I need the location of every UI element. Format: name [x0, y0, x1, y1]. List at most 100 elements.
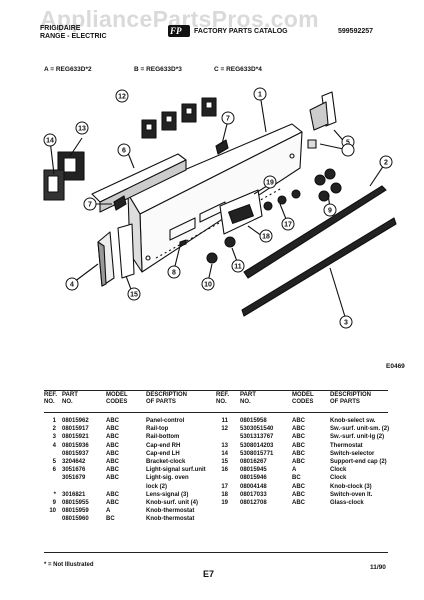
table-cell-ref: * [53, 491, 56, 498]
table-cell-desc: Light-signal surf.unit [146, 467, 206, 474]
table-cell-desc: Panel-control [146, 418, 185, 424]
table-cell-part: 08017033 [240, 491, 267, 498]
header-model-right: MODEL CODES [292, 392, 314, 405]
table-cell-desc: Rail-top [146, 426, 169, 433]
callout-7b: 7 [226, 116, 230, 123]
exploded-parts-diagram: 1 2 3 4 5 6 7 7 8 9 10 11 12 13 14 15 16… [43, 87, 397, 329]
table-cell-desc: Lens-signal (3) [146, 491, 189, 498]
table-cell-model: ABC [292, 483, 305, 490]
revision-date: 11/90 [370, 564, 386, 571]
table-cell-ref: 9 [52, 500, 56, 506]
table-cell-desc: lock (2) [146, 483, 168, 490]
catalog-title: FACTORY PARTS CATALOG [194, 28, 288, 35]
table-cell-part: 08015955 [62, 500, 89, 506]
table-cell-part: 08015958 [240, 418, 267, 424]
table-cell-desc: Switch-oven lt. [330, 491, 373, 498]
table-top-rule [44, 390, 388, 391]
table-cell-part: 3051679 [62, 475, 86, 482]
callout-15: 15 [130, 292, 138, 299]
table-cell-ref: 6 [52, 467, 56, 474]
table-cell-model: ABC [292, 500, 305, 506]
table-cell-model: BC [106, 516, 115, 523]
header-desc-right: DESCRIPTION OF PARTS [330, 392, 372, 405]
table-cell-part: 08015959 [62, 508, 89, 515]
table-cell-part: 08015960 [62, 516, 89, 523]
table-cell-part: 08015937 [62, 450, 89, 457]
table-cell-ref: 19 [221, 500, 228, 506]
table-cell-part: 08015946 [240, 475, 267, 482]
table-cell-ref: 1 [52, 418, 56, 424]
table-cell-part: 08012708 [240, 500, 267, 506]
table-cell-desc: Knob-surf. unit (4) [146, 500, 198, 506]
model-c: C = REG633D*4 [214, 66, 262, 73]
footnote: * = Not Illustrated [44, 562, 94, 568]
brand-name: FRIGIDAIRE [40, 25, 81, 32]
callout-8: 8 [172, 270, 176, 277]
table-cell-model: ABC [106, 459, 119, 465]
table-cell-desc: Knob-clock (3) [330, 483, 372, 490]
table-cell-part: 5308014203 [240, 442, 274, 449]
table-cell-desc: Glass-clock [330, 500, 364, 506]
table-cell-part: 08016267 [240, 459, 267, 465]
table-cell-desc: Cap-end RH [146, 442, 181, 449]
callout-12: 12 [118, 94, 126, 101]
table-cell-ref: 5 [52, 459, 56, 465]
table-cell-model: ABC [106, 475, 119, 482]
table-cell-part: 5303051540 [240, 426, 274, 433]
category: RANGE - ELECTRIC [40, 33, 107, 40]
callout-3: 3 [344, 320, 348, 327]
table-cell-model: A [292, 467, 297, 474]
table-cell-ref: 2 [52, 426, 56, 433]
table-cell-model: ABC [292, 450, 305, 457]
table-cell-part: 08015921 [62, 434, 89, 441]
header-model-left: MODEL CODES [106, 392, 128, 405]
table-cell-desc: Light-sig. oven [146, 475, 189, 482]
table-cell-ref: 12 [221, 426, 228, 433]
table-cell-part: 08015936 [62, 442, 89, 449]
table-cell-model: A [106, 508, 111, 515]
catalog-number: 599592257 [338, 28, 374, 35]
diagram-code: E0469 [386, 363, 405, 370]
table-cell-part: 08015917 [62, 426, 89, 433]
callout-19: 19 [266, 180, 274, 187]
table-cell-part: 3204642 [62, 459, 86, 465]
table-cell-desc: Rail-bottom [146, 434, 180, 441]
table-cell-model: ABC [292, 426, 305, 433]
table-cell-model: ABC [106, 500, 119, 506]
table-cell-model: ABC [292, 491, 305, 498]
table-cell-model: ABC [106, 418, 119, 424]
table-cell-desc: Sw.-surf. unit-sm. (2) [330, 426, 390, 433]
model-a: A = REG633D*2 [44, 66, 92, 73]
callout-5: 5 [346, 140, 350, 147]
callout-6: 6 [122, 148, 126, 155]
table-cell-model: BC [292, 475, 301, 482]
table-cell-part: 5308015771 [240, 450, 274, 457]
table-cell-part: 08015962 [62, 418, 89, 424]
callout-17: 17 [284, 222, 292, 229]
table-cell-ref: 16 [221, 467, 228, 474]
table-header-rule [44, 412, 388, 413]
table-cell-part: 08004148 [240, 483, 267, 490]
table-cell-ref: 17 [221, 483, 228, 490]
table-cell-part: 08015945 [240, 467, 267, 474]
table-cell-desc: Support-end cap (2) [330, 459, 387, 465]
table-cell-desc: Cap-end LH [146, 450, 180, 457]
callout-13: 13 [78, 126, 86, 133]
callout-4: 4 [70, 282, 74, 289]
table-cell-part: 3051676 [62, 467, 86, 474]
table-cell-ref: 13 [221, 442, 228, 449]
page-number: E7 [203, 569, 215, 579]
header-part-left: PART NO. [62, 392, 78, 405]
header-ref-left: REF. NO. [44, 392, 58, 405]
table-cell-model: ABC [106, 450, 119, 457]
table-cell-ref: 4 [52, 442, 56, 449]
table-cell-desc: Sw.-surf. unit-lg (2) [330, 434, 385, 441]
table-cell-part: 5301313767 [240, 434, 274, 441]
model-b: B = REG633D*3 [134, 66, 182, 73]
table-cell-desc: Knob-thermostat [146, 508, 195, 515]
table-cell-model: ABC [292, 434, 305, 441]
table-cell-ref: 3 [52, 434, 56, 441]
table-cell-desc: Bracket-clock [146, 459, 186, 465]
table-cell-model: ABC [292, 459, 305, 465]
